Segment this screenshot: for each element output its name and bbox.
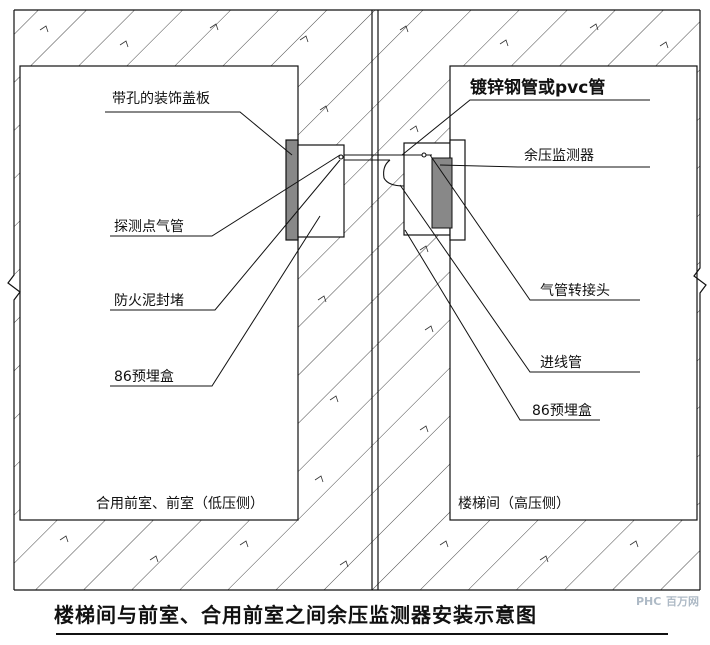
- leader-lines-left: [105, 111, 341, 387]
- label-inlet: 进线管: [540, 355, 582, 371]
- label-probe-tube: 探测点气管: [114, 219, 184, 235]
- watermark: PHC 百万网: [636, 595, 699, 608]
- label-adapter: 气管转接头: [540, 282, 610, 299]
- outer-lines: [7, 9, 707, 591]
- break-line-right: [693, 10, 707, 590]
- room-left-label: 合用前室、前室（低压侧）: [96, 495, 264, 512]
- label-fire-mud: 防火泥封堵: [114, 293, 184, 309]
- label-box-left: 86预埋盒: [114, 368, 174, 385]
- label-pipe: 镀锌钢管或pvc管: [470, 77, 605, 98]
- label-cover-plate: 带孔的装饰盖板: [112, 91, 210, 107]
- watermark-site: 百万网: [666, 595, 699, 608]
- monitor-body: [431, 157, 453, 229]
- room-left: [19, 65, 299, 521]
- leader-lines-right: [399, 99, 650, 421]
- watermark-brand: PHC: [636, 595, 661, 608]
- label-box-right: 86预埋盒: [532, 402, 592, 419]
- break-line-left: [7, 10, 21, 590]
- pipe: [338, 152, 432, 187]
- wall-joint: [371, 10, 379, 590]
- room-right-label: 楼梯间（高压侧）: [458, 495, 570, 512]
- box-left: [297, 144, 345, 238]
- room-right: [449, 65, 698, 521]
- label-monitor: 余压监测器: [524, 147, 594, 164]
- diagram-caption: 楼梯间与前室、合用前室之间余压监测器安装示意图: [54, 603, 537, 627]
